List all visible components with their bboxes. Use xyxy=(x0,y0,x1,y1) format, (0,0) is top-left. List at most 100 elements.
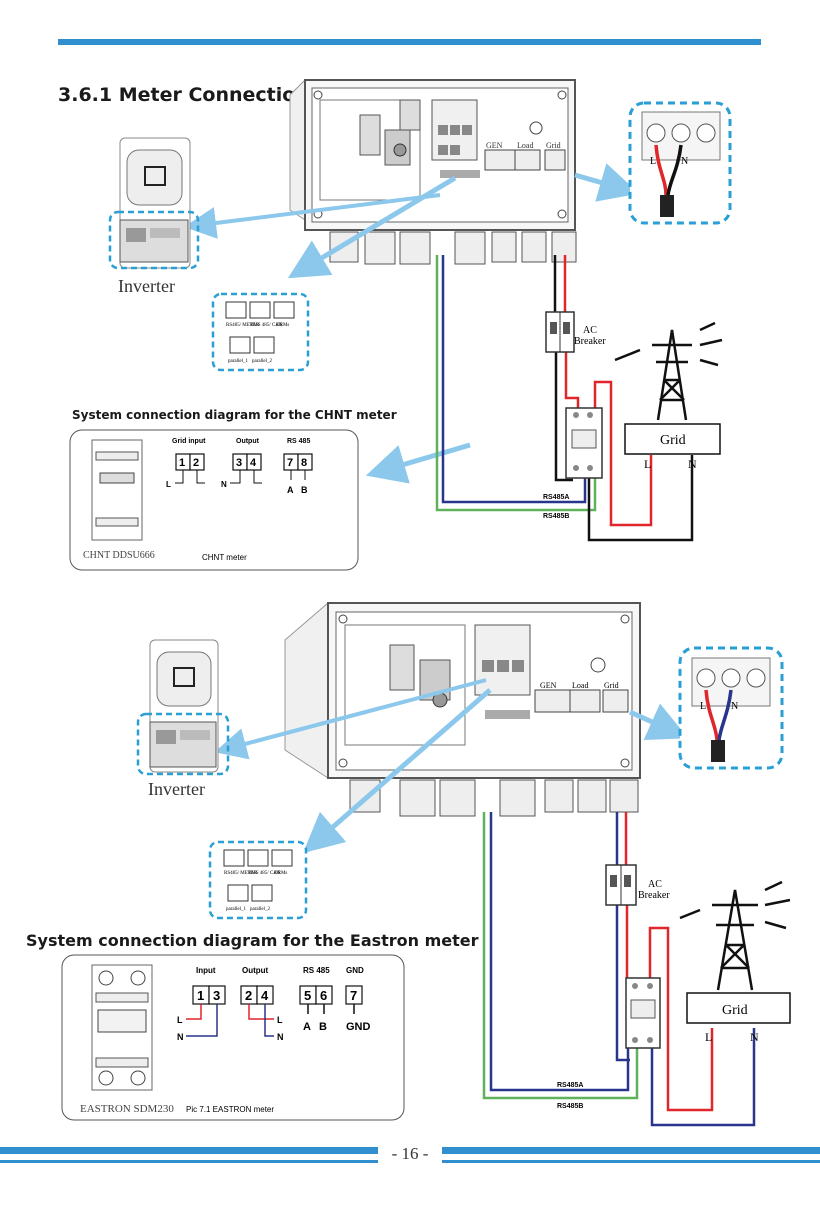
eastron-t7: 7 xyxy=(350,988,357,1003)
bottom-inverter-label: Inverter xyxy=(148,779,205,799)
bottom-terminal-l: L xyxy=(700,701,706,712)
top-grid-n: N xyxy=(688,457,697,471)
bottom-rs485b: RS485B xyxy=(557,1103,583,1110)
top-meter-body xyxy=(565,407,603,479)
bottom-grid-tower xyxy=(679,880,791,991)
top-terminal-zoom xyxy=(628,101,732,225)
top-port-label-3: DRMs xyxy=(276,323,289,328)
chnt-b: B xyxy=(301,485,308,495)
eastron-in-l: L xyxy=(177,1015,183,1025)
chnt-caption: System connection diagram for the CHNT m… xyxy=(72,408,397,422)
bottom-grid-label: Grid xyxy=(604,681,619,690)
eastron-header-gnd: GND xyxy=(346,966,364,975)
header-bar xyxy=(58,39,761,45)
eastron-t6: 6 xyxy=(320,988,327,1003)
eastron-t1: 1 xyxy=(197,988,204,1003)
top-breaker-label-2: Breaker xyxy=(574,336,606,347)
top-wires xyxy=(435,255,694,542)
footer-bar-left xyxy=(0,1147,378,1154)
bottom-gen-label: GEN xyxy=(540,681,557,690)
top-gen-label: GEN xyxy=(486,141,503,150)
chnt-t4: 4 xyxy=(250,457,257,469)
eastron-t5: 5 xyxy=(304,988,311,1003)
bottom-port-label-3: DRMs xyxy=(274,871,287,876)
chnt-header-rs485: RS 485 xyxy=(287,438,310,445)
eastron-in-n: N xyxy=(177,1032,184,1042)
chnt-meter-box xyxy=(69,429,359,571)
top-grid-label-box: Grid xyxy=(660,433,686,448)
top-grid-box xyxy=(624,423,721,455)
eastron-name: Pic 7.1 EASTRON meter xyxy=(186,1105,274,1114)
eastron-gnd: GND xyxy=(346,1021,371,1033)
eastron-a: A xyxy=(303,1021,311,1033)
top-load-label: Load xyxy=(517,141,533,150)
bottom-grid-n: N xyxy=(750,1030,759,1044)
bottom-load-label: Load xyxy=(572,681,588,690)
chnt-t3: 3 xyxy=(236,457,242,469)
chnt-model: CHNT DDSU666 xyxy=(83,550,155,561)
bottom-ac-breaker xyxy=(605,864,637,906)
eastron-model: EASTRON SDM230 xyxy=(80,1103,174,1115)
bottom-breaker-label-1: AC xyxy=(648,879,662,890)
bottom-terminal-n: N xyxy=(731,701,738,712)
eastron-meter-box xyxy=(61,954,405,1121)
top-grid-label: Grid xyxy=(546,141,561,150)
top-breaker-label-1: AC xyxy=(583,325,597,336)
footer-bar-right xyxy=(442,1147,820,1154)
bottom-wires xyxy=(482,812,756,1127)
chnt-l: L xyxy=(166,480,171,489)
bottom-parallel-label-1: parallel_1 xyxy=(226,907,246,912)
top-terminal-n: N xyxy=(681,156,688,167)
bottom-grid-box xyxy=(686,992,791,1024)
bottom-port-label-2: RMS 485/ CAN xyxy=(248,871,281,876)
top-arrow-to-meter xyxy=(365,442,471,484)
bottom-rs485a: RS485A xyxy=(557,1082,583,1089)
eastron-b: B xyxy=(319,1021,327,1033)
chnt-header-grid: Grid input xyxy=(172,438,206,445)
bottom-meter-body xyxy=(625,977,661,1049)
chnt-t2: 2 xyxy=(193,457,199,469)
eastron-header-rs485: RS 485 xyxy=(303,966,330,975)
section-title: 3.6.1 Meter Connection xyxy=(58,84,309,106)
eastron-terminal-boxes xyxy=(192,985,363,1005)
eastron-header-output: Output xyxy=(242,966,269,975)
bottom-terminal-zoom xyxy=(678,646,784,770)
top-inverter-label: Inverter xyxy=(118,276,175,296)
chnt-t8: 8 xyxy=(301,457,307,469)
bottom-grid-l: L xyxy=(705,1030,712,1044)
page-number: - 16 - xyxy=(391,1144,429,1163)
top-rs485b: RS485B xyxy=(543,513,569,520)
bottom-breaker-label-2: Breaker xyxy=(638,890,670,901)
footer-bar-left-thin xyxy=(0,1160,378,1163)
bottom-arrow-to-inverter xyxy=(214,678,487,760)
bottom-inverter-icon xyxy=(136,639,230,776)
top-port-label-2: RMS 485/ CAN xyxy=(250,323,283,328)
footer-bar-right-thin xyxy=(442,1160,820,1163)
top-inverter-unit: GEN Load Grid xyxy=(289,78,577,265)
bottom-arrow-to-terminal xyxy=(628,703,689,741)
top-parallel-label-1: parallel_1 xyxy=(228,359,248,364)
top-arrow-to-ports xyxy=(287,175,457,279)
eastron-out-l: L xyxy=(277,1015,283,1025)
bottom-port-box xyxy=(208,840,308,920)
eastron-header-input: Input xyxy=(196,966,216,975)
top-arrow-to-terminal xyxy=(574,163,640,202)
chnt-t7: 7 xyxy=(287,457,293,469)
top-ac-breaker xyxy=(545,311,575,353)
bottom-grid-label-box: Grid xyxy=(722,1003,748,1018)
bottom-inverter-unit: GEN Load Grid xyxy=(284,601,641,817)
chnt-name: CHNT meter xyxy=(202,553,247,562)
eastron-t4: 4 xyxy=(261,988,269,1003)
eastron-out-n: N xyxy=(277,1032,284,1042)
eastron-t3: 3 xyxy=(213,988,220,1003)
bottom-arrow-to-ports xyxy=(302,688,492,854)
top-inverter-icon xyxy=(108,137,200,270)
chnt-n: N xyxy=(221,480,227,489)
top-arrow-to-inverter xyxy=(184,193,441,239)
chnt-header-output: Output xyxy=(236,438,260,445)
top-port-box xyxy=(211,292,310,372)
chnt-t1: 1 xyxy=(179,457,185,469)
chnt-a: A xyxy=(287,485,294,495)
eastron-t2: 2 xyxy=(245,988,252,1003)
